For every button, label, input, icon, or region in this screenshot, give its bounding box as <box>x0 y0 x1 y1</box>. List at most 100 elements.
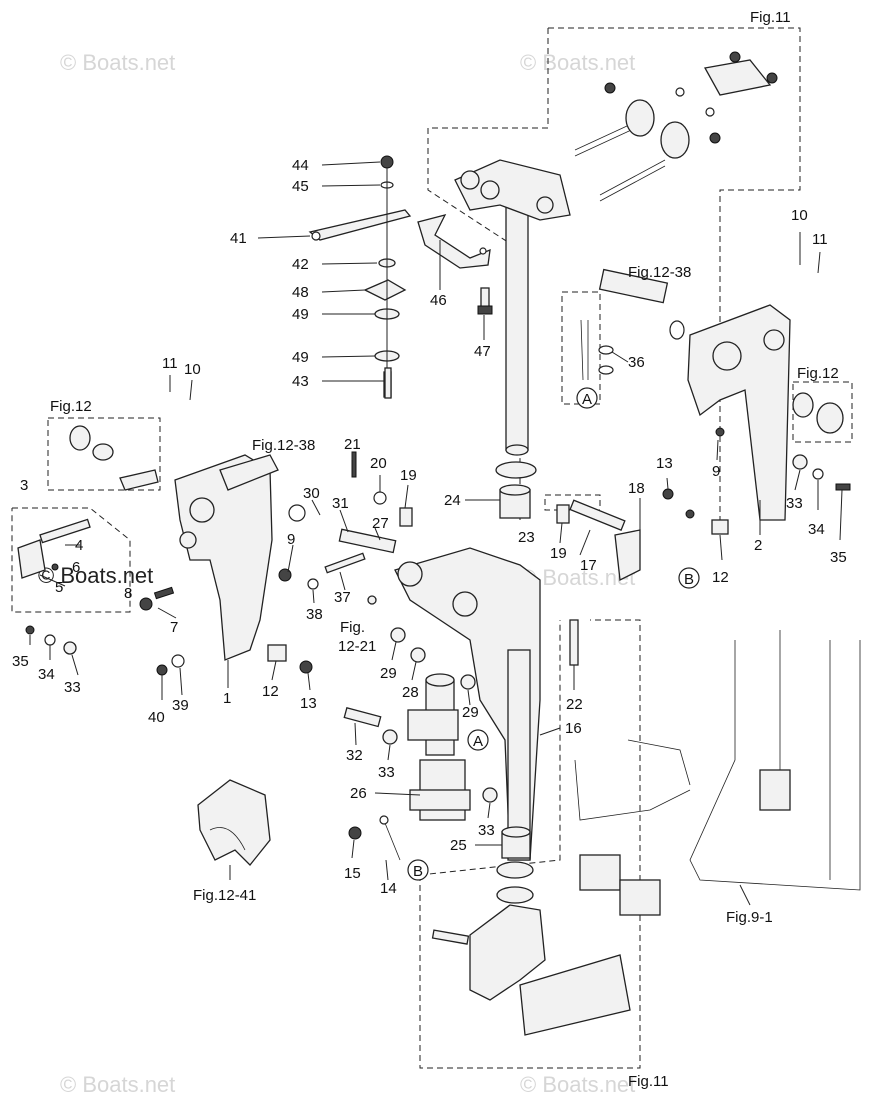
callout-29-left: 29 <box>380 665 397 682</box>
callout-44: 44 <box>292 157 309 174</box>
callout-numbers: 44 45 41 42 48 49 49 43 46 47 10 11 36 9… <box>12 157 847 897</box>
callout-6: 6 <box>72 559 80 576</box>
callout-1: 1 <box>223 690 231 707</box>
fig11-top-dashed-box <box>427 27 801 520</box>
callout-35-right: 35 <box>830 549 847 566</box>
fig-ref-fig12-38-left: Fig.12-38 <box>252 437 315 454</box>
callout-47: 47 <box>474 343 491 360</box>
callout-41: 41 <box>230 230 247 247</box>
callout-7: 7 <box>170 619 178 636</box>
leader-lines <box>29 161 843 906</box>
lower-mount-assembly <box>431 854 661 1036</box>
svg-text:B: B <box>413 863 423 880</box>
bolt-17-pin <box>569 499 641 581</box>
pin-group-dashed-box <box>561 291 601 405</box>
bolt-47 <box>477 287 493 315</box>
watermark-bottom-left: © Boats.net <box>60 1072 175 1096</box>
fig-ref-fig12-right: Fig.12 <box>797 365 839 382</box>
pin-32 <box>343 706 382 728</box>
ground-wire-right <box>574 739 691 821</box>
connector-marker-a-top: A <box>576 387 598 409</box>
swivel-bracket <box>394 547 541 861</box>
callout-10-left: 10 <box>184 361 201 378</box>
callout-27: 27 <box>372 515 389 532</box>
fig11-bottom-dashed-box <box>419 619 641 1069</box>
lower-unit-fig9-1 <box>689 630 861 891</box>
callout-11-left: 11 <box>162 355 178 372</box>
clamp-bracket-left <box>174 454 279 661</box>
callout-42: 42 <box>292 256 309 273</box>
small-parts-dashed-box <box>544 494 601 511</box>
callout-40: 40 <box>148 709 165 726</box>
callout-8: 8 <box>124 585 132 602</box>
callout-26: 26 <box>350 785 367 802</box>
callout-20: 20 <box>370 455 387 472</box>
callout-13-left: 13 <box>300 695 317 712</box>
pin-31 <box>338 528 397 554</box>
callout-39: 39 <box>172 697 189 714</box>
fig12-left-dashed-box <box>47 417 161 491</box>
callout-2: 2 <box>754 537 762 554</box>
callout-30: 30 <box>303 485 320 502</box>
bolt-stack-44-43 <box>308 155 412 398</box>
callout-32: 32 <box>346 747 363 764</box>
bracket-46 <box>417 214 491 269</box>
callout-19-left: 19 <box>400 467 417 484</box>
callout-24: 24 <box>444 492 461 509</box>
svg-text:A: A <box>582 391 592 408</box>
ground-wire-14 <box>379 815 401 861</box>
fig-ref-fig12-41: Fig.12-41 <box>193 887 256 904</box>
small-fasteners <box>25 367 851 840</box>
callout-37: 37 <box>334 589 351 606</box>
fig-ref-fig12-21-line2: 12-21 <box>338 638 376 655</box>
callout-46: 46 <box>430 292 447 309</box>
callout-22: 22 <box>566 696 583 713</box>
watermark-bottom-right: © Boats.net <box>520 1072 635 1096</box>
callout-31: 31 <box>332 495 349 512</box>
tilt-handle-fig12-41 <box>197 779 271 866</box>
fig-ref-fig12-left: Fig.12 <box>50 398 92 415</box>
fig12-left-parts <box>69 425 159 491</box>
callout-10-right: 10 <box>791 207 808 224</box>
callout-33-center: 33 <box>378 764 395 781</box>
callout-9-left: 9 <box>287 531 295 548</box>
callout-11-right: 11 <box>812 231 828 248</box>
callout-25: 25 <box>450 837 467 854</box>
callout-15: 15 <box>344 865 361 882</box>
callout-4: 4 <box>75 537 83 554</box>
callout-23: 23 <box>518 529 535 546</box>
callout-38: 38 <box>306 606 323 623</box>
tilt-cylinder-26 <box>407 673 471 821</box>
callout-17: 17 <box>580 557 597 574</box>
callout-49-upper: 49 <box>292 306 309 323</box>
callout-13-right: 13 <box>656 455 673 472</box>
callout-19-right: 19 <box>550 545 567 562</box>
callout-43: 43 <box>292 373 309 390</box>
connector-marker-b-bottom: B <box>407 859 429 881</box>
callout-34-right: 34 <box>808 521 825 538</box>
callout-45: 45 <box>292 178 309 195</box>
group-3-parts <box>17 518 175 611</box>
fig-ref-fig11-top: Fig.11 <box>750 9 791 26</box>
bushing-24 <box>495 461 537 519</box>
pivot-shaft-assembly <box>454 51 778 456</box>
callout-49-lower: 49 <box>292 349 309 366</box>
pin-37 <box>324 552 366 574</box>
callout-12-left: 12 <box>262 683 279 700</box>
callout-21: 21 <box>344 436 361 453</box>
fig-ref-fig12-21-line1: Fig. <box>340 619 365 636</box>
callout-12-right: 12 <box>712 569 729 586</box>
watermark-top-right: © Boats.net <box>520 50 635 75</box>
callout-14: 14 <box>380 880 397 897</box>
callout-16: 16 <box>565 720 582 737</box>
callout-33-left: 33 <box>64 679 81 696</box>
watermark-top-left: © Boats.net <box>60 50 175 75</box>
connector-marker-a-center: A <box>467 729 489 751</box>
callout-28: 28 <box>402 684 419 701</box>
callout-9-right: 9 <box>712 463 720 480</box>
svg-text:A: A <box>473 733 483 750</box>
connector-marker-b-right: B <box>678 567 700 589</box>
fig-ref-fig9-1: Fig.9-1 <box>726 909 773 926</box>
callout-33-lower: 33 <box>478 822 495 839</box>
